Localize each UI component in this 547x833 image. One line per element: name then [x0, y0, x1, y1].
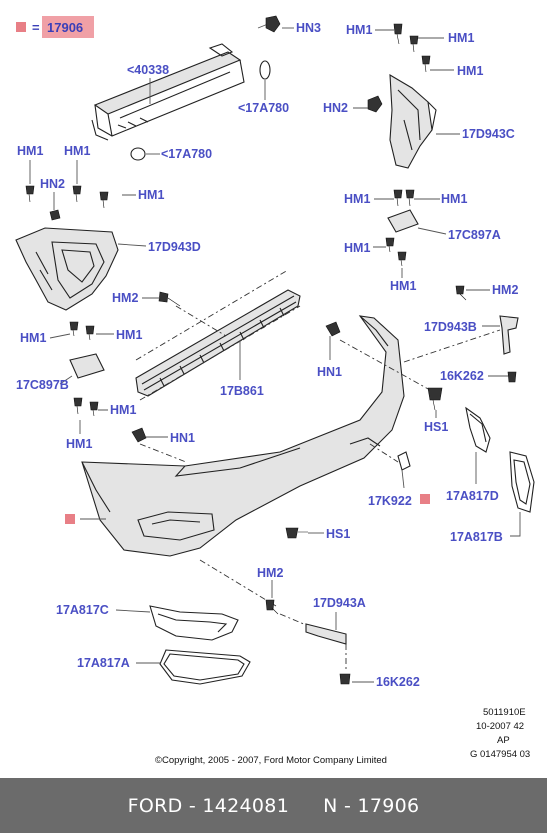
bumper-cover [81, 315, 405, 557]
info-line-2: 10-2007 42 [476, 721, 524, 732]
bracket-17d943d [15, 227, 119, 311]
label-17k922: 17K922 [368, 494, 412, 508]
label-hs1-a: HS1 [424, 420, 448, 434]
footer-diagram-number: N - 17906 [323, 794, 420, 817]
label-17d943b: 17D943B [424, 320, 477, 334]
label-hn3: HN3 [296, 21, 321, 35]
info-line-4: G 0147954 03 [470, 749, 530, 760]
label-hm1-r1: HM1 [346, 23, 372, 37]
reinforcement-beam [91, 43, 245, 141]
label-hm1-l2: HM1 [64, 144, 90, 158]
label-hm1-l1: HM1 [17, 144, 43, 158]
legend-marker [16, 22, 26, 32]
label-hn1-b: HN1 [170, 431, 195, 445]
info-line-1: 5011910E [483, 707, 526, 718]
label-hm1-r6: HM1 [344, 241, 370, 255]
legend-number: 17906 [47, 20, 83, 35]
energy-absorber-17b861 [135, 289, 301, 397]
label-17c897b: 17C897B [16, 378, 69, 392]
label-17c897a: 17C897A [448, 228, 501, 242]
label-17a817b: 17A817B [450, 530, 503, 544]
label-17a817d: 17A817D [446, 489, 499, 503]
label-17d943c: 17D943C [462, 127, 515, 141]
label-hm1-r5: HM1 [441, 192, 467, 206]
copyright: ©Copyright, 2005 - 2007, Ford Motor Comp… [155, 755, 387, 766]
marker-bumper [65, 514, 75, 524]
label-hm2-c: HM2 [257, 566, 283, 580]
label-hn2-l: HN2 [40, 177, 65, 191]
label-hm1-l4: HM1 [20, 331, 46, 345]
label-17a780-a: <17A780 [238, 101, 289, 115]
label-17d943d: 17D943D [148, 240, 201, 254]
legend-number-box [42, 16, 94, 38]
label-hm1-l3: HM1 [138, 188, 164, 202]
label-17a817a: 17A817A [77, 656, 130, 670]
label-17b861: 17B861 [220, 384, 264, 398]
label-hn1-a: HN1 [317, 365, 342, 379]
label-hm2-b: HM2 [492, 283, 518, 297]
label-hn2-r: HN2 [323, 101, 348, 115]
label-hm2-a: HM2 [112, 291, 138, 305]
label-hm1-l7: HM1 [66, 437, 92, 451]
label-hm1-r7: HM1 [390, 279, 416, 293]
label-hm1-r3: HM1 [457, 64, 483, 78]
label-hm1-r4: HM1 [344, 192, 370, 206]
label-hm1-r2: HM1 [448, 31, 474, 45]
label-hs1-b: HS1 [326, 527, 350, 541]
label-40338: <40338 [127, 63, 169, 77]
marker-17k922 [420, 494, 430, 504]
label-17a817c: 17A817C [56, 603, 109, 617]
label-17a780-b: <17A780 [161, 147, 212, 161]
bracket-17d943c [389, 74, 437, 169]
label-16k262-b: 16K262 [376, 675, 420, 689]
info-line-3: AP [497, 735, 510, 746]
label-16k262-a: 16K262 [440, 369, 484, 383]
legend-equals: = [32, 20, 40, 35]
footer-bar: FORD - 1424081 N - 17906 [0, 778, 547, 833]
label-hm1-l6: HM1 [110, 403, 136, 417]
label-hm1-l5: HM1 [116, 328, 142, 342]
label-17d943a: 17D943A [313, 596, 366, 610]
parts-diagram: = 17906 HN3 <40338 <17A780 <17A780 HM1 H… [15, 15, 535, 766]
footer-part-number: FORD - 1424081 [127, 794, 290, 817]
